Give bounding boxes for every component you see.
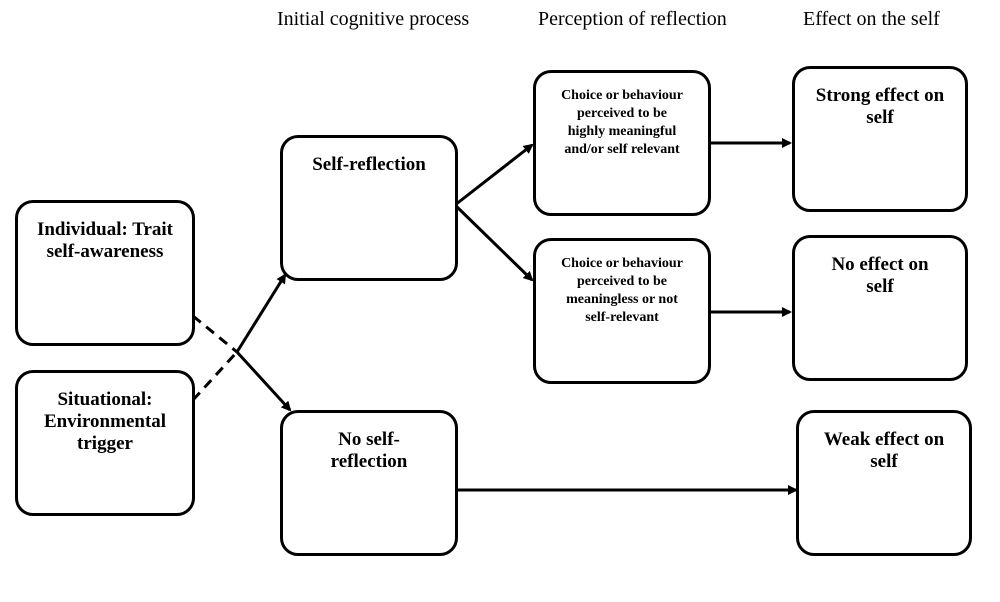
arrow-to-meaningless bbox=[453, 203, 534, 282]
box-situational: Situational: Environmental trigger bbox=[15, 370, 195, 516]
box-individual: Individual: Trait self-awareness bbox=[15, 200, 195, 346]
header-effect-on-self: Effect on the self bbox=[803, 8, 940, 30]
arrow-to-no-self-reflection bbox=[235, 350, 292, 412]
header-initial-cognitive-process: Initial cognitive process bbox=[277, 8, 470, 30]
box-weak-effect-label: Weak effect on self bbox=[823, 429, 945, 472]
box-meaningful-label: Choice or behaviour perceived to be high… bbox=[561, 88, 683, 157]
box-strong-effect: Strong effect on self bbox=[792, 66, 968, 212]
box-individual-label: Individual: Trait self-awareness bbox=[36, 219, 174, 262]
box-meaningless: Choice or behaviour perceived to be mean… bbox=[533, 238, 711, 384]
box-self-reflection: Self-reflection bbox=[280, 135, 458, 281]
box-meaningless-label: Choice or behaviour perceived to be mean… bbox=[561, 256, 683, 325]
box-weak-effect: Weak effect on self bbox=[796, 410, 972, 556]
box-no-self-reflection: No self-reflection bbox=[280, 410, 458, 556]
dashed-connector-situational bbox=[191, 350, 239, 402]
dashed-connector-individual bbox=[192, 314, 238, 354]
arrow-to-self-reflection bbox=[235, 273, 287, 353]
box-self-reflection-label: Self-reflection bbox=[312, 154, 426, 175]
header-perception-of-reflection: Perception of reflection bbox=[538, 8, 727, 30]
box-meaningful: Choice or behaviour perceived to be high… bbox=[533, 70, 711, 216]
box-no-self-reflection-label: No self-reflection bbox=[330, 429, 408, 472]
box-no-effect: No effect on self bbox=[792, 235, 968, 381]
box-no-effect-label: No effect on self bbox=[831, 254, 929, 297]
box-situational-label: Situational: Environmental trigger bbox=[43, 389, 167, 454]
box-strong-effect-label: Strong effect on self bbox=[815, 85, 945, 128]
arrow-to-meaningful bbox=[454, 143, 534, 207]
